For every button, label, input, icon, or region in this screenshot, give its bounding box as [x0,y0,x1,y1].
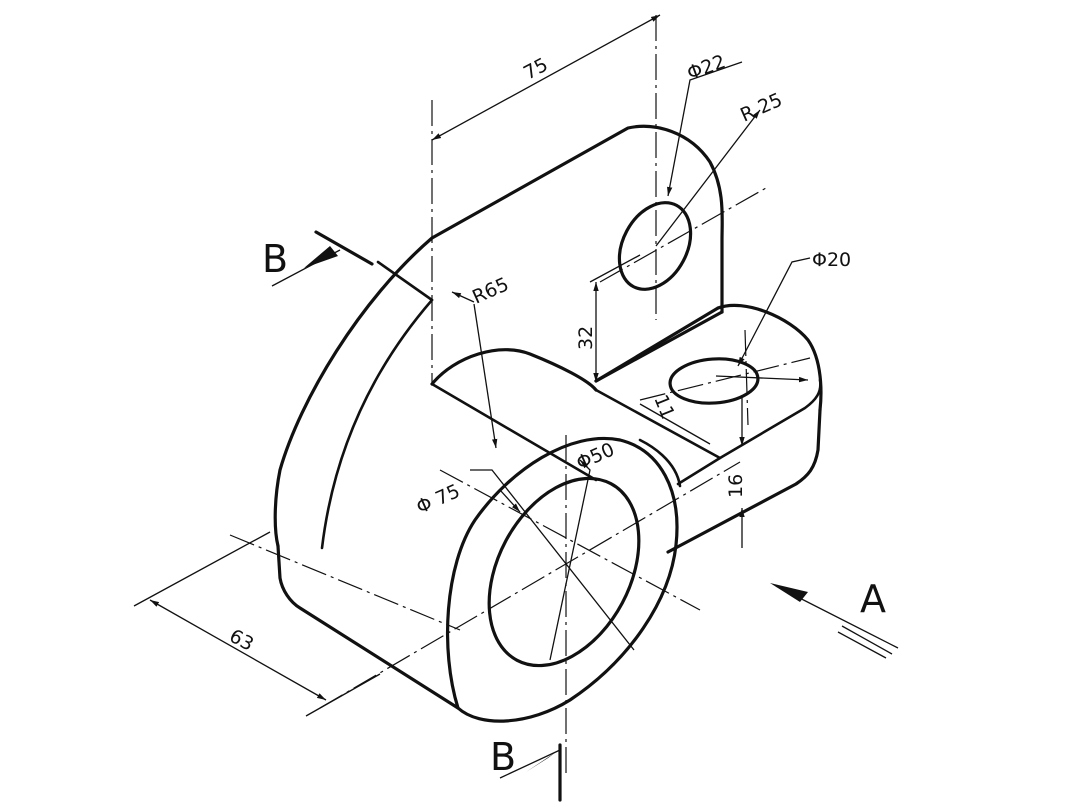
view-label-a: A [860,577,886,621]
lug-inner-curve [638,438,682,488]
front-bore [487,476,641,668]
dim-phi20: Φ20 [812,249,851,271]
cylinder-top-hidden-edge [430,382,598,482]
section-label-b-top: B [262,237,288,281]
dim-phi22: Φ22 [684,51,728,85]
dim-75: 75 [520,54,552,85]
dim-phi75: Φ 75 [413,480,463,518]
lower-lug-right-wall [666,408,822,554]
front-cylinder-outer [445,437,679,723]
upright-plate-top-edge [430,124,724,314]
center-lines [229,15,811,778]
part-outline [273,124,823,723]
upper-hole-phi22 [617,201,693,291]
dim-phi50: Φ50 [573,439,618,475]
base-left-wall [276,544,460,710]
cylinder-top-arc [430,348,598,392]
dimension-labels: 75 Φ22 R 25 Φ20 R65 32 11 16 Φ50 Φ 75 63… [226,51,886,779]
lug-step-edge [676,456,722,486]
r65-inner-arc [320,298,434,550]
dimension-lines [133,14,899,802]
dim-r65: R65 [469,273,512,308]
dim-16: 16 [725,474,747,498]
lower-lug-top-edge [594,306,720,383]
dim-63: 63 [226,625,258,656]
dim-32: 32 [575,326,597,350]
dim-r25: R 25 [737,89,786,127]
lower-lug-arc [716,303,823,412]
r65-outer-arc [273,236,434,548]
lower-lug-front-edge [594,378,822,460]
r65-tangent-edge [376,260,434,302]
section-label-b-bottom: B [490,735,516,779]
